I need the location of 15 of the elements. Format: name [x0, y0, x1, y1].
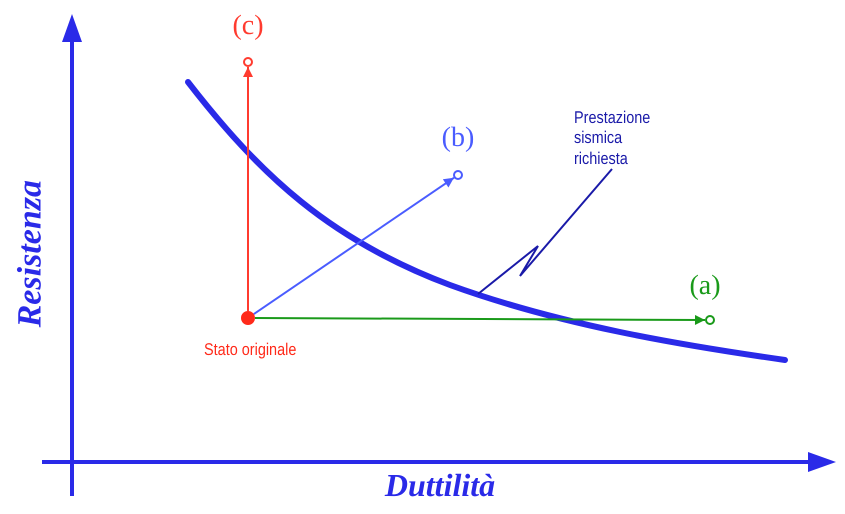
arrow [253, 176, 454, 315]
curve-label: Prestazione sismica richiesta [574, 108, 676, 170]
point-label: Stato originale [204, 340, 298, 360]
end-point [453, 170, 463, 180]
arrow [255, 314, 705, 325]
end-point [705, 315, 715, 325]
point-label: (b) [440, 122, 476, 154]
leader-line [477, 168, 613, 295]
axis-title: Duttilità [384, 468, 496, 504]
point-label: (a) [688, 270, 722, 302]
point-label: (c) [231, 10, 265, 42]
end-point [243, 57, 253, 67]
start-point [241, 311, 255, 325]
arrow [243, 67, 253, 311]
axis-title: Resistenza [11, 179, 49, 330]
